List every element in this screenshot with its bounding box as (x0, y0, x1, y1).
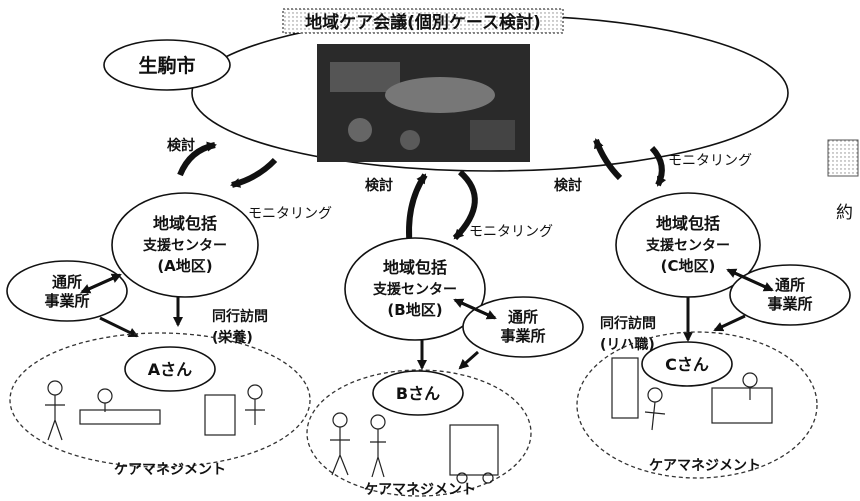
care-ellipse-c (576, 331, 818, 479)
edge-text: 約 (836, 203, 853, 223)
meeting-title: 地域ケア会議(個別ケース検討) (305, 12, 541, 33)
label-monitoring-b: モニタリング (469, 224, 553, 240)
client-b-ellipse (372, 370, 464, 416)
illustration-a (45, 380, 265, 441)
meeting-photo (317, 44, 530, 162)
label-monitoring-c: モニタリング (668, 153, 752, 169)
doukou-a-1: 同行訪問 (212, 308, 268, 325)
facility-c-line2: 事業所 (767, 295, 812, 313)
center-a-line1: 地域包括 (153, 214, 217, 233)
doukou-a-2: (栄養) (212, 329, 253, 346)
doukou-c-2: (リハ職) (600, 336, 655, 353)
label-kentou-b: 検討 (365, 177, 393, 194)
client-c-ellipse (641, 341, 733, 387)
facility-a-line1: 通所 (52, 273, 82, 291)
city-label: 生駒市 (138, 54, 195, 77)
doukou-c-1: 同行訪問 (600, 315, 656, 332)
client-a-ellipse (124, 346, 216, 392)
center-a-ellipse (111, 192, 259, 298)
center-b-line3: (B地区) (387, 301, 442, 319)
facility-c-ellipse (729, 264, 851, 326)
label-monitoring-a: モニタリング (248, 206, 332, 222)
illustration-c (611, 357, 773, 431)
label-kentou-c: 検討 (554, 177, 582, 194)
arrows-b (406, 169, 478, 249)
client-b-label: Bさん (396, 384, 440, 403)
facility-c-line1: 通所 (775, 276, 805, 294)
care-ellipse-b (306, 369, 532, 497)
center-c-line1: 地域包括 (656, 214, 720, 233)
care-label-b: ケアマネジメント (364, 482, 476, 498)
city-ellipse (103, 39, 231, 91)
arrows-c (593, 138, 667, 187)
client-a-label: Aさん (148, 360, 192, 379)
arrows-a (177, 141, 278, 188)
care-label-a: ケアマネジメント (114, 462, 226, 478)
center-b-line1: 地域包括 (383, 258, 447, 277)
client-c-label: Cさん (665, 355, 709, 374)
care-label-c: ケアマネジメント (649, 458, 761, 474)
center-facility-arrows (80, 268, 774, 320)
facility-a-line2: 事業所 (44, 292, 89, 310)
care-ellipse-a (9, 332, 311, 468)
center-b-ellipse (344, 237, 486, 341)
illustration-b (330, 412, 499, 484)
facility-a-ellipse (6, 260, 128, 322)
center-c-line3: (C地区) (661, 257, 716, 275)
meeting-title-box (282, 8, 564, 34)
facility-b-line2: 事業所 (500, 327, 545, 345)
center-c-line2: 支援センター (645, 237, 730, 254)
label-kentou-a: 検討 (167, 137, 195, 154)
edge-box (827, 139, 859, 177)
center-a-line3: (A地区) (157, 257, 212, 275)
center-a-line2: 支援センター (142, 237, 227, 254)
facility-b-line1: 通所 (508, 308, 538, 326)
center-b-line2: 支援センター (372, 281, 457, 298)
